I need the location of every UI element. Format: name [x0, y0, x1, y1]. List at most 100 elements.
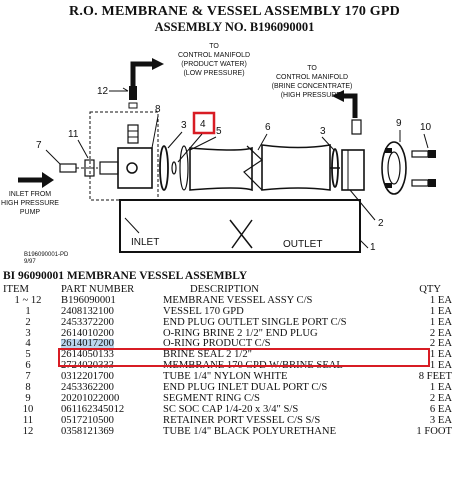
table-row: 1 ~ 12 B196090001 MEMBRANE VESSEL ASSY C/S…	[0, 294, 469, 307]
inlet-end-plug	[117, 147, 153, 189]
row-description: O-RING BRINE 2 1/2" END PLUG	[163, 327, 318, 339]
inlet-label: INLET	[131, 237, 159, 248]
item-number-3-right: 3	[320, 126, 326, 137]
product-callout-line-4: (LOW PRESSURE)	[183, 70, 244, 77]
header-part-number: PART NUMBER	[61, 284, 135, 295]
item-number-12: 12	[97, 86, 109, 97]
inlet-arrow	[42, 172, 54, 188]
row-item: 5	[25, 349, 31, 361]
row-qty: 1 EA	[429, 294, 452, 306]
row-qty: 1 FOOT	[416, 425, 452, 437]
assembly-number: ASSEMBLY NO. B196090001	[154, 20, 315, 34]
row-item: 1	[25, 305, 31, 317]
product-callout-line-3: (PRODUCT WATER)	[181, 61, 247, 68]
row-item: 3	[25, 327, 31, 339]
highlight-row-box	[58, 348, 430, 367]
row-description: MEMBRANE VESSEL ASSY C/S	[163, 294, 313, 306]
segment-ring	[381, 141, 407, 195]
row-item: 9	[25, 392, 31, 404]
row-part-number: 20201022000	[61, 392, 120, 404]
row-description: TUBE 1/4" NYLON WHITE	[163, 371, 288, 383]
membrane-right	[261, 144, 331, 191]
inlet-callout-line-1: INLET FROM	[9, 191, 51, 198]
brine-arrow	[344, 93, 358, 118]
table-row: 10 061162345012 SC SOC CAP 1/4-20 x 3/4" S…	[0, 403, 469, 416]
item-number-3-left: 3	[181, 120, 187, 131]
row-item: 7	[25, 371, 31, 383]
item-number-11: 11	[68, 129, 79, 140]
item-number-8: 8	[155, 104, 161, 115]
item-number-6: 6	[265, 122, 271, 133]
item-number-2: 2	[378, 218, 384, 229]
row-qty: 6 EA	[429, 403, 452, 415]
row-description: END PLUG OUTLET SINGLE PORT C/S	[163, 316, 347, 328]
drawing-ref-date: 9/97	[24, 259, 36, 265]
outlet-end-plug	[341, 149, 365, 191]
row-item: 8	[25, 382, 31, 394]
row-item: 1 ~ 12	[14, 294, 42, 306]
row-qty: 1 EA	[429, 305, 452, 317]
o-ring-brine-left	[159, 145, 169, 191]
row-qty: 2 EA	[429, 392, 452, 404]
table-header: ITEM PART NUMBER DESCRIPTION QTY	[0, 284, 469, 296]
row-part-number: 2453362200	[61, 382, 114, 394]
vessel-outline	[119, 199, 361, 253]
parts-list-title: BI 96090001 MEMBRANE VESSEL ASSEMBLY	[3, 270, 248, 282]
inlet-end-plug-box	[89, 111, 159, 201]
row-description: VESSEL 170 GPD	[163, 305, 244, 317]
row-qty: 1 EA	[429, 360, 452, 372]
row-part-number: 0358121369	[61, 425, 114, 437]
row-qty: 2 EA	[429, 338, 452, 350]
item-number-10: 10	[420, 122, 432, 133]
row-item: 6	[25, 360, 31, 372]
row-qty: 8 FEET	[418, 371, 452, 383]
table-row: 1 2408132100 VESSEL 170 GPD 1 EA	[0, 305, 469, 318]
row-part-number: 2614017200	[61, 338, 114, 351]
product-callout-line-2: CONTROL MANIFOLD	[178, 52, 250, 59]
header-item: ITEM	[3, 284, 29, 295]
inlet-callout-line-3: PUMP	[20, 209, 41, 216]
inlet-tube	[59, 163, 77, 173]
row-description: SC SOC CAP 1/4-20 x 3/4" S/S	[163, 403, 299, 415]
item-number-5: 5	[216, 126, 222, 137]
row-description: RETAINER PORT VESSEL C/S S/S	[163, 414, 321, 426]
item-number-4: 4	[200, 119, 206, 130]
row-part-number: 0517210500	[61, 414, 114, 426]
row-description: END PLUG INLET DUAL PORT C/S	[163, 382, 328, 394]
exploded-diagram: INLET OUTLET 1 8 12 TO CONTROL MANIFOLD …	[1, 43, 436, 265]
highlight-item-4-box	[192, 111, 216, 135]
item-number-7: 7	[36, 140, 42, 151]
row-item: 12	[22, 425, 34, 437]
brine-callout-line-4: (HIGH PRESSURE)	[281, 92, 344, 99]
o-ring-brine-right	[331, 148, 339, 188]
row-description: TUBE 1/4" BLACK POLYURETHANE	[163, 425, 337, 437]
row-description: O-RING PRODUCT C/S	[163, 338, 271, 350]
brine-callout-line-1: TO	[307, 65, 317, 72]
membrane-break	[243, 145, 263, 191]
row-part-number: 2408132100	[61, 305, 114, 317]
row-qty: 3 EA	[429, 414, 452, 426]
table-row: 12 0358121369 TUBE 1/4" BLACK POLYURETHANE…	[0, 425, 469, 438]
header-qty: QTY	[419, 284, 441, 295]
brine-callout-line-2: CONTROL MANIFOLD	[276, 74, 348, 81]
outlet-label: OUTLET	[283, 239, 322, 250]
row-item: 4	[25, 338, 31, 350]
row-qty: 1 EA	[429, 316, 452, 328]
inlet-callout-line-2: HIGH PRESSURE	[1, 200, 59, 207]
row-part-number: 0312201700	[61, 371, 114, 383]
row-part-number: B196090001	[61, 294, 116, 306]
row-qty: 2 EA	[429, 327, 452, 339]
row-qty: 1 EA	[429, 382, 452, 394]
brine-port	[351, 119, 362, 135]
row-qty: 1 EA	[429, 349, 452, 361]
row-item: 10	[22, 403, 34, 415]
product-callout-line-1: TO	[209, 43, 219, 50]
item-number-9: 9	[396, 118, 402, 129]
product-arrow	[130, 61, 152, 86]
brine-callout-line-3: (BRINE CONCENTRATE)	[272, 83, 353, 90]
row-part-number: 061162345012	[61, 403, 125, 415]
